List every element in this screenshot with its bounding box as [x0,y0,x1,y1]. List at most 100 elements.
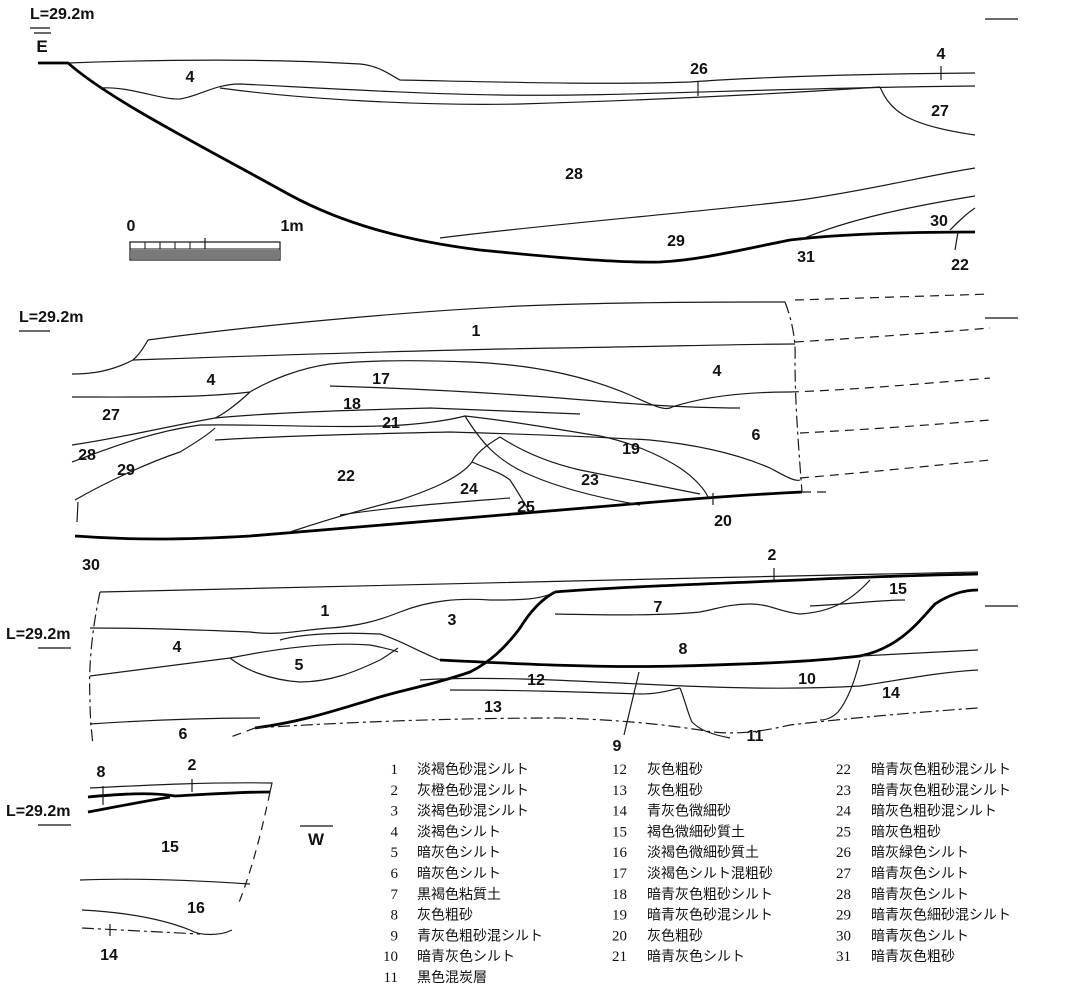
legend-item-description: 暗青灰色シルト [871,865,969,882]
layer-labels: 8 2 15 16 14 [97,757,205,964]
legend-item-description: 暗青灰色粗砂 [871,948,955,965]
layer-boundary [79,878,251,885]
section-edge [89,591,101,746]
layer-label: 13 [484,699,502,716]
layer-label: 28 [78,447,96,464]
legend-item-description: 暗青灰色シルト [647,948,745,965]
layer-boundary [949,207,976,231]
pit-base-line [254,590,556,730]
layer-boundary [279,632,441,661]
section-panel-4: L=29.2m W 8 2 15 16 14 [6,757,333,964]
layer-label: 29 [667,233,685,250]
section-panel-2: L=29.2m [19,293,1018,574]
layer-boundary [71,360,471,398]
legend-item-description: 暗青灰色シルト [417,948,515,965]
layer-label: 1 [472,323,481,340]
scale-label-start: 0 [127,218,136,235]
legend-item-description: 灰色粗砂 [647,761,703,778]
legend-item: 21 暗青灰色シルト [612,948,745,965]
layer-label: 27 [102,407,120,424]
legend-item-description: 灰橙色砂混シルト [417,782,529,799]
layer-boundary [74,427,216,501]
layer-boundary [71,415,601,463]
layer-label: 4 [186,69,195,86]
layer-label: 14 [882,685,900,702]
legend-item: 30 暗青灰色シルト [836,927,969,944]
layer-boundary-extension [799,459,991,479]
layer-boundary [214,431,651,441]
legend-item-description: 暗灰色粗砂 [871,823,941,840]
pit-base-line [554,572,979,594]
layer-boundary [599,435,709,498]
legend-item-description: 暗青灰色細砂混シルト [871,907,1011,924]
layer-label: 10 [798,671,816,688]
legend-item-number: 20 [612,928,627,944]
legend-item-number: 21 [612,949,627,965]
direction-west-label: W [308,830,325,849]
layer-boundary [649,439,801,481]
pit-base-line [74,490,803,541]
layer-boundary [89,717,261,725]
layer-boundary [99,571,979,593]
legend-item-description: 暗青灰色シルト [871,886,969,903]
layer-label: 16 [187,900,205,917]
legend-item-number: 14 [612,804,628,820]
layer-boundary [81,909,233,936]
legend-item-number: 31 [836,949,851,965]
legend-item-number: 4 [391,824,399,840]
legend-item-number: 30 [836,928,851,944]
layer-label: 4 [207,372,216,389]
legend-item-description: 暗灰緑色シルト [871,844,969,861]
layer-boundary [439,167,976,239]
layer-boundary [809,599,906,607]
legend-item-description: 暗青灰色粗砂シルト [647,886,773,903]
layer-boundary-extension [794,327,991,343]
layer-boundary [214,407,581,419]
layer-label: 19 [622,441,640,458]
layer-label: 24 [460,481,478,498]
legend-item: 25 暗灰色粗砂 [836,823,941,840]
layer-label: 17 [372,371,390,388]
legend-item-number: 17 [612,866,628,882]
layer-boundary [71,343,796,375]
legend-item-number: 8 [391,908,399,924]
legend-item-description: 暗青灰色粗砂混シルト [871,761,1011,778]
layer-label: 20 [714,513,732,530]
pit-base-line [87,795,171,814]
legend-item-number: 15 [612,824,627,840]
layer-label: 22 [951,257,969,274]
legend-item-number: 22 [836,762,851,778]
layer-label: 15 [889,581,907,598]
legend-item-description: 暗灰色粗砂混シルト [871,803,997,820]
layer-labels: 4 26 4 27 28 29 31 30 22 [186,46,969,274]
layer-label: 21 [382,415,400,432]
layer-label: 6 [179,726,188,743]
layer-boundary [329,385,741,409]
legend-item-description: 青灰色微細砂 [647,803,731,820]
layer-boundary [147,301,786,341]
legend-item-number: 6 [391,866,399,882]
layer-boundary [219,86,881,105]
legend-item-number: 24 [836,804,852,820]
layer-label: 4 [173,639,182,656]
legend-item-description: 暗青灰色シルト [871,927,969,944]
legend-item-number: 16 [612,845,628,861]
legend-item-description: 淡褐色砂混シルト [417,761,529,778]
legend-item-number: 3 [391,804,399,820]
legend-item-number: 25 [836,824,851,840]
legend-item-description: 暗青灰色粗砂混シルト [871,782,1011,799]
legend-item-number: 13 [612,783,627,799]
